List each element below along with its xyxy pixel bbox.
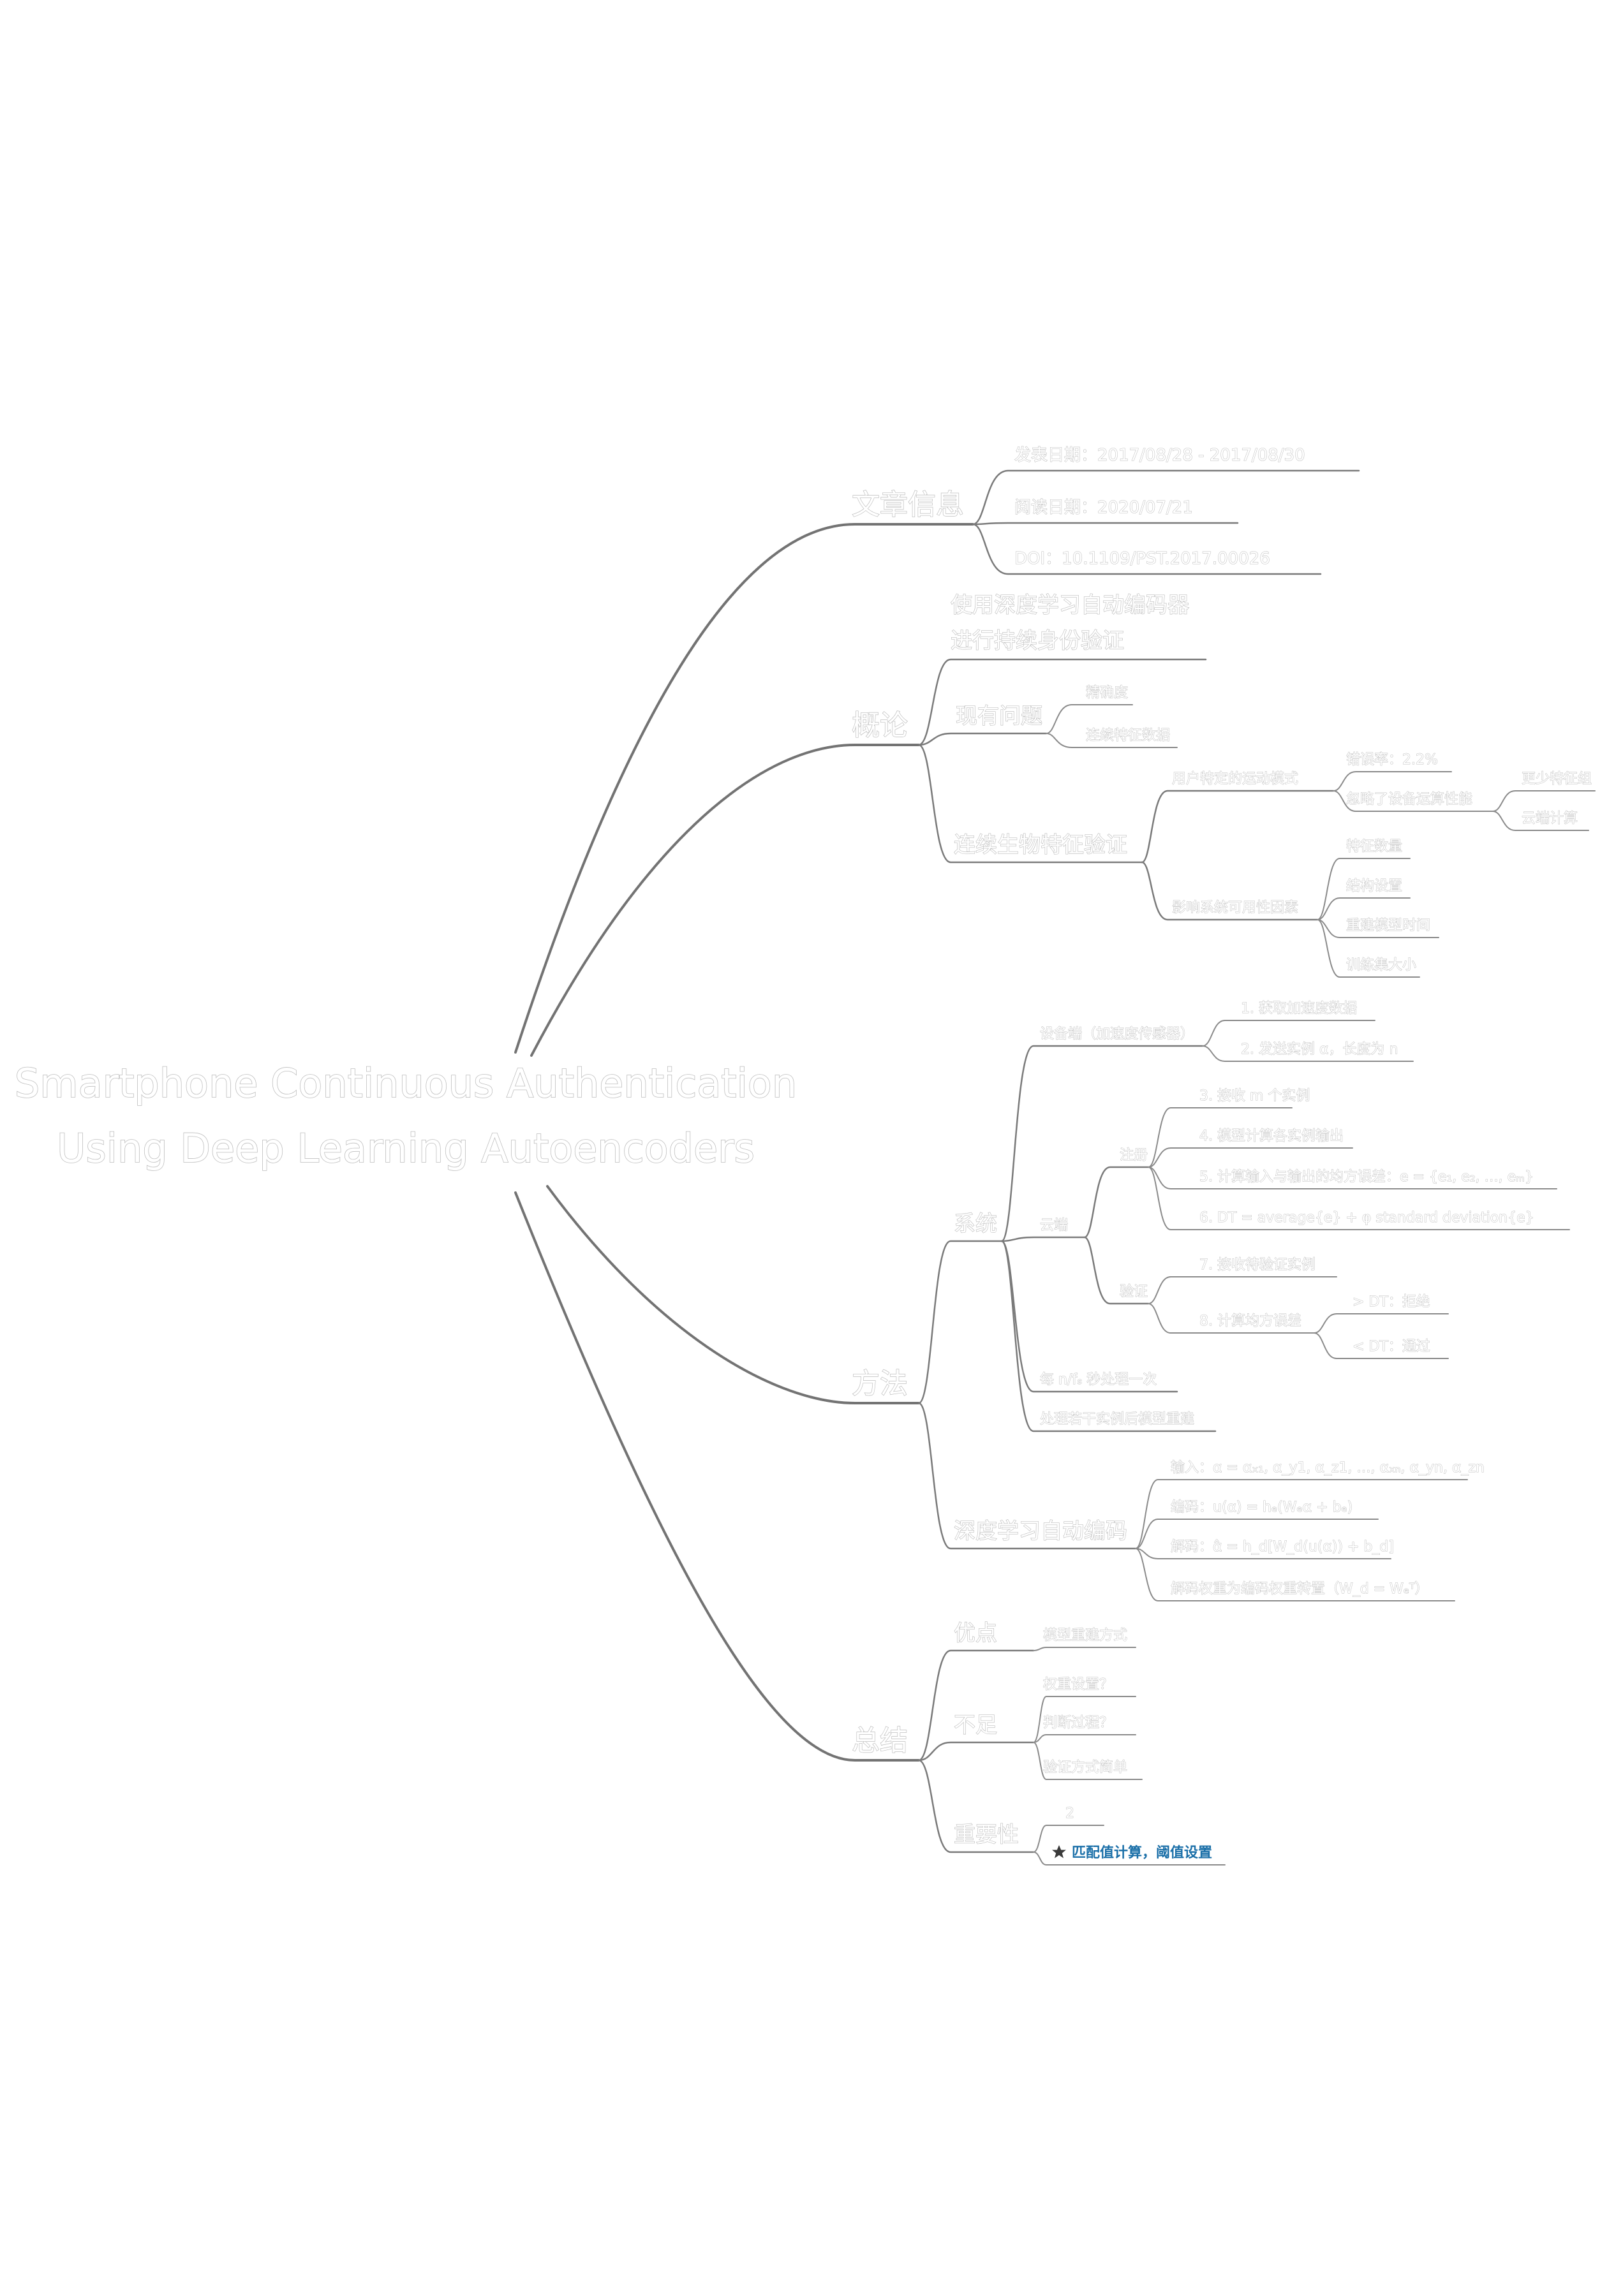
root-title-line1: Smartphone Continuous Authentication	[15, 1060, 797, 1107]
device-step-1: 1. 获取加速度数据	[1241, 1001, 1357, 1017]
verify-label[interactable]: 验证	[1120, 1284, 1148, 1300]
pros-label[interactable]: 优点	[953, 1620, 997, 1646]
problem-item-accuracy: 精确度	[1086, 685, 1128, 701]
overview-label[interactable]: 概论	[851, 709, 908, 742]
cloud-side-label[interactable]: 云端	[1040, 1218, 1069, 1234]
motion-error-rate: 错误率：2.2%	[1346, 752, 1438, 768]
pros-item-rebuild: 模型重建方式	[1043, 1628, 1127, 1644]
main-branches	[514, 523, 974, 1762]
branch-info	[514, 523, 974, 1054]
system-rebuild: 处理若干实例后模型重建	[1040, 1411, 1194, 1427]
verify-step-8[interactable]: 8. 计算均方误差	[1199, 1313, 1302, 1330]
factor-training-size: 训练集大小	[1346, 957, 1416, 973]
info-branch: 文章信息 发表日期：2017/08/28 - 2017/08/30 阅读日期：2…	[851, 445, 1360, 575]
summary-branch: 总结 优点 模型重建方式 不足 权重设置？ 判断过程？ 验证方式简单 重要性 2…	[851, 1620, 1226, 1866]
importance-label[interactable]: 重要性	[953, 1821, 1019, 1848]
enroll-label[interactable]: 注册	[1120, 1147, 1148, 1164]
problems-label[interactable]: 现有问题	[955, 703, 1042, 729]
enroll-step-3: 3. 接收 m 个实例	[1199, 1088, 1310, 1104]
branch-method	[546, 1185, 920, 1404]
info-read-date: 阅读日期：2020/07/21	[1014, 498, 1193, 517]
enroll-step-4: 4. 模型计算各实例输出	[1199, 1128, 1344, 1144]
info-published-date: 发表日期：2017/08/28 - 2017/08/30	[1014, 446, 1305, 465]
factor-feature-count: 特征数量	[1346, 839, 1402, 855]
cons-item-simple-verify: 验证方式简单	[1043, 1760, 1127, 1776]
autoencoder-weights: 解码权重为编码权重转置（W_d = Wₑᵀ）	[1171, 1581, 1429, 1597]
overview-branch: 概论 使用深度学习自动编码器 进行持续身份验证 现有问题 精确度 连续特征数据 …	[851, 592, 1596, 978]
autoencoder-label[interactable]: 深度学习自动编码	[953, 1518, 1127, 1544]
enroll-step-5: 5. 计算输入与输出的均方误差：e = {e₁, e₂, …, eₘ}	[1199, 1169, 1534, 1185]
autoencoder-encode: 编码：u(α) = hₑ(Wₑα + bₑ)	[1171, 1499, 1352, 1515]
autoencoder-decode: 解码：α̂ = h_d[W_d(u(α)) + b_d]	[1171, 1539, 1394, 1555]
motion-pattern-label[interactable]: 用户特定的运动模式	[1172, 771, 1299, 788]
overview-summary-line2: 进行持续身份验证	[951, 628, 1124, 654]
factor-structure: 结构设置	[1346, 878, 1402, 894]
star-icon	[1052, 1845, 1066, 1858]
limited-item-cloud-compute: 云端计算	[1522, 811, 1578, 827]
problem-item-continuous-data: 连续特征数据	[1086, 728, 1170, 744]
verify-step-7: 7. 接收待验证实例	[1199, 1257, 1315, 1273]
factor-rebuild-time: 重建模型时间	[1346, 918, 1430, 934]
branch-summary	[514, 1191, 920, 1762]
system-per-batch: 每 n/fₛ 秒处理一次	[1040, 1372, 1157, 1388]
overview-summary-line1: 使用深度学习自动编码器	[951, 592, 1189, 618]
verify-outcome-reject: > DT：拒绝	[1352, 1294, 1430, 1310]
biometric-label[interactable]: 连续生物特征验证	[953, 832, 1127, 858]
usability-factors-label[interactable]: 影响系统可用性因素	[1172, 900, 1299, 916]
verify-outcome-pass: < DT：通过	[1352, 1339, 1430, 1355]
importance-note: 匹配值计算，阈值设置	[1072, 1844, 1212, 1860]
branch-overview	[530, 744, 920, 1057]
autoencoder-input: 输入：α = αₓ₁, α_y1, α_z1, …, αₓₙ, α_yn, α_…	[1171, 1460, 1485, 1476]
cons-label[interactable]: 不足	[953, 1712, 997, 1738]
method-branch: 方法 系统 设备端（加速度传感器） 1. 获取加速度数据 2. 发送实例 α，长…	[851, 1001, 1570, 1601]
enroll-step-6: 6. DT = average{e} + φ standard deviatio…	[1199, 1210, 1534, 1226]
method-label[interactable]: 方法	[851, 1367, 908, 1400]
info-doi: DOI：10.1109/PST.2017.00026	[1014, 549, 1270, 568]
root-title-line2: Using Deep Learning Autoencoders	[57, 1125, 755, 1172]
cons-item-judgement: 判断过程？	[1043, 1715, 1113, 1731]
importance-rating: 2	[1065, 1806, 1074, 1821]
motion-ignored-performance[interactable]: 忽略了设备运算性能	[1346, 791, 1473, 808]
system-label[interactable]: 系统	[953, 1211, 997, 1237]
limited-item-fewer-features: 更少特征组	[1522, 771, 1592, 787]
summary-label[interactable]: 总结	[851, 1724, 908, 1757]
device-step-2: 2. 发送实例 α，长度为 n	[1241, 1041, 1398, 1057]
info-label[interactable]: 文章信息	[851, 488, 964, 521]
cons-item-weights: 权重设置？	[1043, 1677, 1113, 1693]
device-side-label[interactable]: 设备端（加速度传感器）	[1040, 1026, 1195, 1043]
